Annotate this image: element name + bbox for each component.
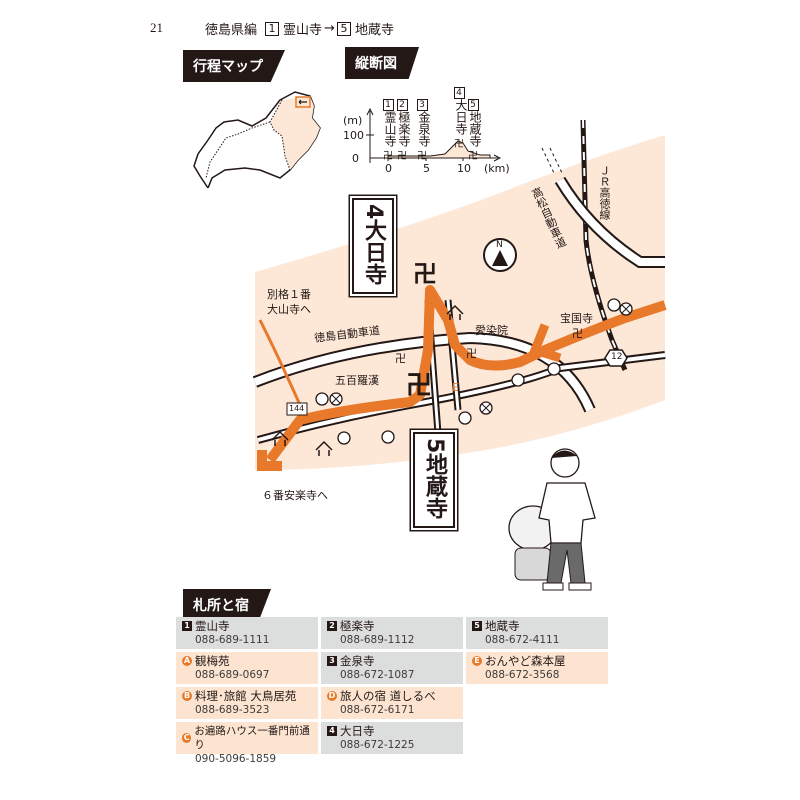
elevation-y-tick-0: 0: [352, 152, 359, 165]
phone-number: 090-5096-1859: [195, 753, 277, 765]
pilgrim-illustration: [508, 448, 596, 591]
route-arrow: →: [324, 21, 335, 36]
route-12-badge: 12: [611, 352, 623, 362]
phone-number: 088-689-3523: [195, 704, 270, 716]
area-highlight-box: [295, 96, 311, 108]
label-jr-kotoku-line: ＪＲ高徳線: [598, 165, 611, 220]
temple-5-sign: 5地蔵寺: [413, 432, 455, 528]
elevation-profile-heading: 縦断図: [345, 47, 419, 79]
elevation-temple-1: 1 霊山寺 卍: [382, 99, 397, 162]
route-start-number: 1: [265, 21, 280, 36]
route-start-name: 霊山寺: [283, 23, 323, 38]
temples-lodging-heading: 札所と宿: [183, 589, 271, 621]
label-aizenin: 愛染院: [475, 324, 508, 337]
elevation-temple-3: 3 金泉寺 卍: [416, 99, 431, 162]
phone-number: 088-672-3568: [485, 669, 560, 681]
phone-number: 088-672-1087: [340, 669, 415, 681]
elevation-x-unit: (km): [484, 162, 510, 175]
elevation-temple-2: 2 極楽寺 卍: [396, 99, 411, 162]
label-gohyaku-rakan: 五百羅漢: [335, 374, 379, 387]
lodging-e-marker: E: [452, 381, 459, 394]
lodge-letter-badge: B: [182, 691, 192, 701]
temple-number-badge: 3: [327, 656, 337, 666]
phone-number: 088-672-6171: [340, 704, 415, 716]
temple-4-mark-icon: 卍: [413, 260, 437, 288]
north-arrow-label: N: [496, 240, 503, 250]
label-to-anrakuji: ６番安楽寺へ: [262, 489, 328, 502]
running-head: 徳島県編 1 霊山寺 → 5 地蔵寺: [205, 19, 394, 38]
elevation-x-tick-10: 10: [457, 162, 471, 175]
page-number: 21: [150, 20, 163, 35]
route-end-name: 地蔵寺: [354, 23, 394, 38]
phone-number: 088-689-1111: [195, 634, 270, 646]
label-taisanji: 大山寺へ: [267, 303, 311, 316]
route-144-badge: 144: [289, 404, 305, 413]
lodge-letter-badge: E: [472, 656, 482, 666]
label-hokokuji: 宝国寺: [560, 312, 593, 325]
hokokuji-mark-icon: 卍: [572, 327, 583, 340]
temple-number-badge: 2: [327, 621, 337, 631]
lodge-letter-badge: D: [327, 691, 337, 701]
empty-cell: [466, 687, 608, 719]
lodge-letter-badge: A: [182, 656, 192, 666]
elevation-x-tick-0: 0: [385, 162, 392, 175]
shikoku-locator-map: [193, 91, 321, 188]
temple-4-sign: 4大日寺: [352, 198, 394, 294]
elevation-temple-4: 4 大日寺 卍: [453, 87, 468, 150]
phone-number: 088-672-4111: [485, 634, 560, 646]
route-end-number: 5: [336, 21, 351, 36]
phone-number: 088-689-1112: [340, 634, 415, 646]
elevation-chart: [366, 107, 502, 163]
prefecture-label: 徳島県編: [205, 23, 258, 38]
aizenin-mark-icon: 卍: [466, 347, 477, 360]
temple-number-badge: 5: [472, 621, 482, 631]
itinerary-map-heading: 行程マップ: [183, 50, 285, 82]
elevation-temple-5: 5 地蔵寺 卍: [467, 99, 482, 162]
lodge-letter-badge: C: [182, 733, 192, 743]
phone-number: 088-689-0697: [195, 669, 270, 681]
elevation-x-tick-5: 5: [423, 162, 430, 175]
elevation-y-tick-100: 100: [343, 129, 364, 142]
temple-5-mark-icon: 卍: [406, 371, 433, 401]
gohyaku-rakan-mark-icon: 卍: [395, 352, 406, 365]
phone-number: 088-672-1225: [340, 739, 415, 751]
label-bekkaku-1: 別格１番: [267, 288, 311, 301]
temple-number-badge: 1: [182, 621, 192, 631]
temple-number-badge: 4: [327, 726, 337, 736]
elevation-y-unit: (m): [343, 114, 363, 127]
